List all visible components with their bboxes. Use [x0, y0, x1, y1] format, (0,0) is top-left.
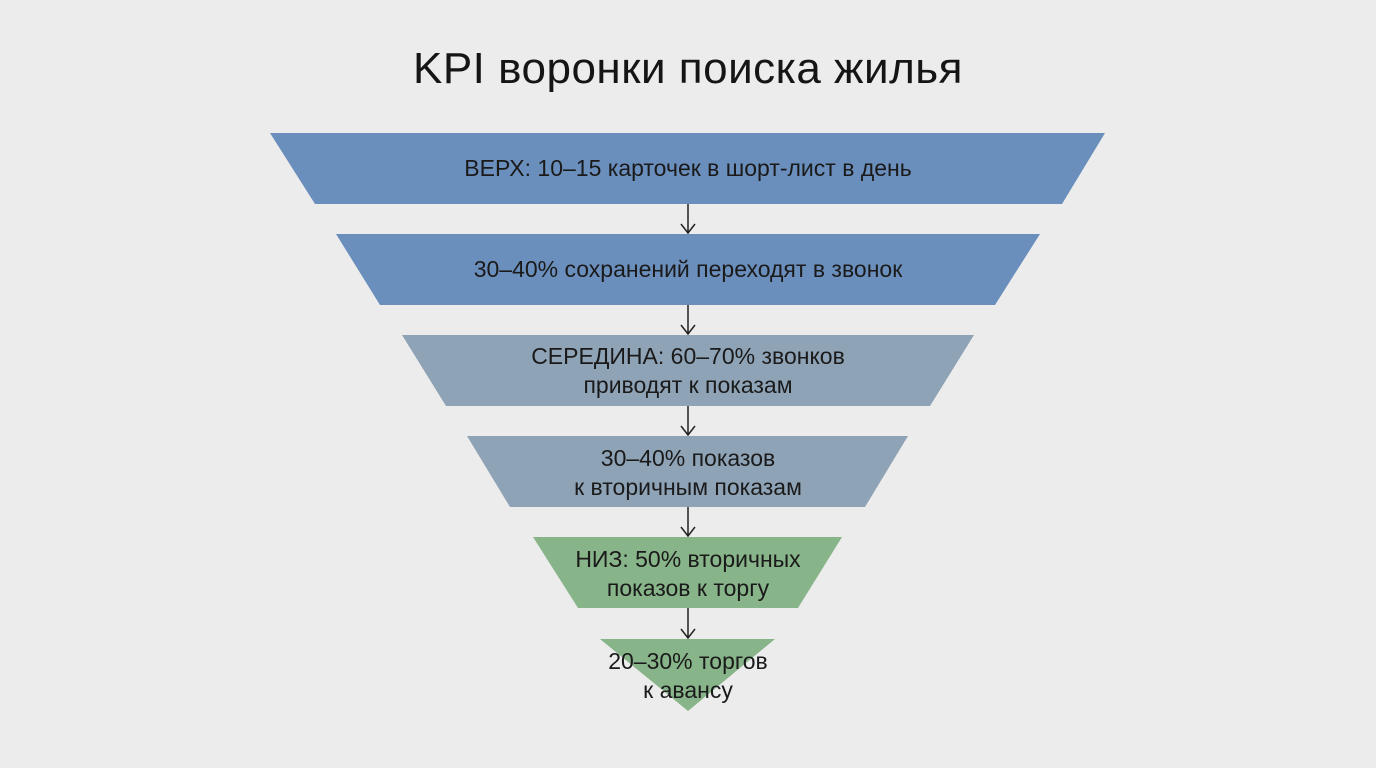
arrow-icons: [680, 204, 696, 640]
arrow-down-icon: [680, 608, 696, 640]
stage-1-label: ВЕРХ: 10–15 карточек в шорт-лист в день: [464, 155, 912, 181]
funnel-stage-5-shape: [533, 537, 842, 608]
funnel-stage-2-shape: [336, 234, 1040, 305]
funnel-stage-1-shape: [270, 133, 1105, 204]
funnel-stage-3-shape: [402, 335, 974, 406]
stage-2-label: 30–40% сохранений переходят в звонок: [473, 256, 903, 282]
arrow-down-icon: [680, 406, 696, 437]
arrow-down-icon: [680, 507, 696, 538]
funnel-stage-6-shape: [600, 639, 775, 711]
diagram-title: KPI воронки поиска жилья: [412, 44, 963, 93]
arrow-down-icon: [680, 204, 696, 235]
funnel-stage-4-shape: [467, 436, 908, 507]
arrow-down-icon: [680, 305, 696, 336]
